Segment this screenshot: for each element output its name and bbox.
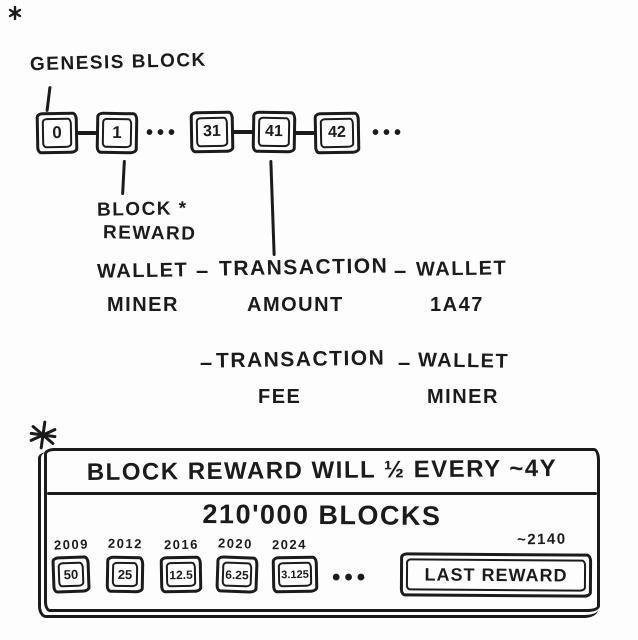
genesis-block-label: GENESIS BLOCK [29, 49, 208, 76]
reward-box-3-125: 3.125 [271, 555, 319, 594]
reward-box-6-25-value: 6.25 [221, 561, 253, 588]
wallet-miner-2-sublabel: MINER [427, 386, 499, 408]
reward-box-6-25: 6.25 [215, 555, 259, 594]
reward-box-12-5-value: 12.5 [165, 561, 197, 588]
last-reward-year: ~2140 [516, 530, 567, 549]
halving-year-2016: 2016 [163, 536, 200, 553]
block-0: 0 [35, 111, 79, 155]
reward-box-50: 50 [51, 555, 91, 594]
block-42: 42 [313, 111, 361, 155]
chain-connector-31-41 [232, 130, 253, 134]
block-41: 41 [251, 110, 297, 154]
wallet-miner-label: WALLET [96, 259, 189, 283]
reward-box-25-value: 25 [111, 561, 139, 588]
chain-connector-0-1 [76, 131, 97, 135]
last-reward-label: LAST REWARD [405, 558, 587, 592]
halving-year-2012: 2012 [107, 535, 144, 552]
wallet-1a47-label: WALLET [415, 257, 508, 281]
reward-box-50-value: 50 [57, 561, 85, 588]
block-31: 31 [189, 110, 235, 154]
halving-year-2009: 2009 [53, 536, 90, 553]
block41-pointer-line [269, 159, 276, 257]
transaction-amount-sublabel: AMOUNT [247, 294, 344, 316]
block-0-value: 0 [41, 117, 73, 149]
halving-box-second-stroke [38, 452, 598, 618]
reward-box-12-5: 12.5 [159, 555, 203, 594]
dash-3: – [200, 350, 214, 375]
reward-box-3-125-value: 3.125 [277, 561, 313, 588]
last-reward-box: LAST REWARD [399, 552, 593, 598]
chain-connector-41-42 [294, 131, 315, 135]
block-reward-label-line1: BLOCK * [96, 198, 188, 221]
transaction-fee-sublabel: FEE [258, 386, 302, 408]
wallet-miner-sublabel: MINER [107, 294, 179, 316]
halving-subtitle: 210'000 BLOCKS [202, 498, 442, 532]
block-41-value: 41 [257, 116, 291, 148]
genesis-pointer-line [45, 85, 52, 113]
halving-year-2024: 2024 [271, 536, 308, 553]
halving-year-2020: 2020 [217, 535, 254, 552]
dash-2: – [394, 258, 408, 283]
block-31-value: 31 [195, 116, 229, 148]
block-1-value: 1 [101, 117, 133, 149]
wallet-miner-2-label: WALLET [417, 349, 510, 373]
halving-title: BLOCK REWARD WILL ½ EVERY ~4Y [86, 454, 558, 487]
transaction-fee-label: TRANSACTION [215, 346, 386, 373]
reward-box-25: 25 [105, 555, 145, 594]
halving-box [44, 448, 600, 612]
block1-pointer-line [121, 159, 126, 196]
block-1: 1 [95, 111, 139, 155]
dash-4: – [398, 350, 412, 375]
halving-ellipsis: ••• [332, 564, 370, 591]
block-reward-label-line2: REWARD [102, 222, 197, 245]
asterisk-icon [26, 418, 60, 452]
block-42-value: 42 [319, 117, 355, 149]
halving-title-separator [47, 492, 597, 495]
corner-scribble-icon [8, 6, 22, 20]
chain-ellipsis-right: ••• [372, 122, 406, 144]
dash-1: – [196, 258, 210, 283]
transaction-amount-label: TRANSACTION [218, 254, 389, 281]
wallet-1a47-sublabel: 1A47 [430, 294, 484, 316]
chain-ellipsis-left: ••• [146, 122, 180, 144]
